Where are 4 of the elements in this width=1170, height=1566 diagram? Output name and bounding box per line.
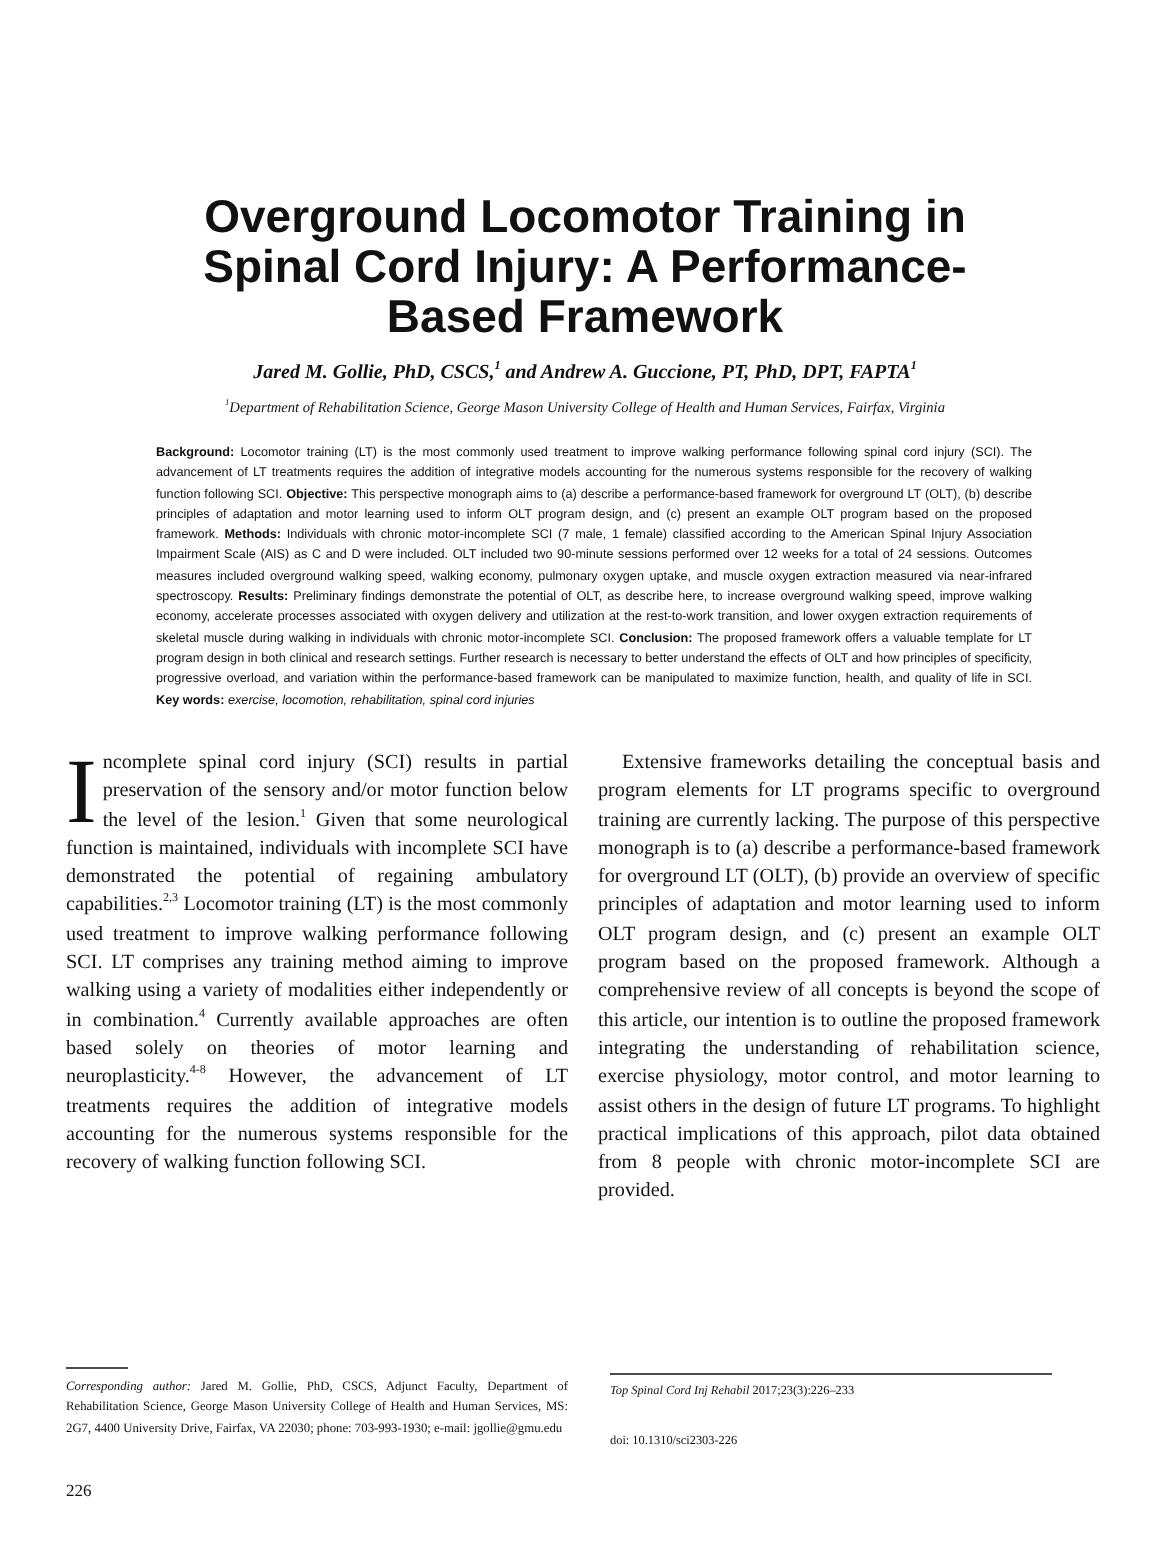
page-number: 226 xyxy=(66,1480,92,1500)
body-paragraph: Extensive frameworks detailing the conceptual basis and program elements for LT programs specific to overground training are currently lacking. The purpose of this perspective monograph is to (a) describe a performance-based framework for overground LT (OLT), (b) provide an overview of specific principles of adaptation and motor learning used to inform OLT program design, and (c) present an example OLT program based on the proposed framework. Although a comprehensive review of all concepts is beyond the scope of this article, our intention is to outline the proposed framework integrating the understanding of rehabilitation science, exercise physiology, motor control, and motor learning to assist others in the design of future LT programs. To highlight practical implications of this approach, pilot data obtained from 8 people with chronic motor-incomplete SCI are provided. xyxy=(598,750,1100,1207)
article-title: Overground Locomotor Training in Spinal Cord Injury: A Performance-Based Framework xyxy=(201,192,969,342)
author-line: Jared M. Gollie, PhD, CSCS,$^{1}$ and Andrew A. Guccione, PT, PhD, DPT, FAPTA$^{1}$ xyxy=(251,362,919,384)
